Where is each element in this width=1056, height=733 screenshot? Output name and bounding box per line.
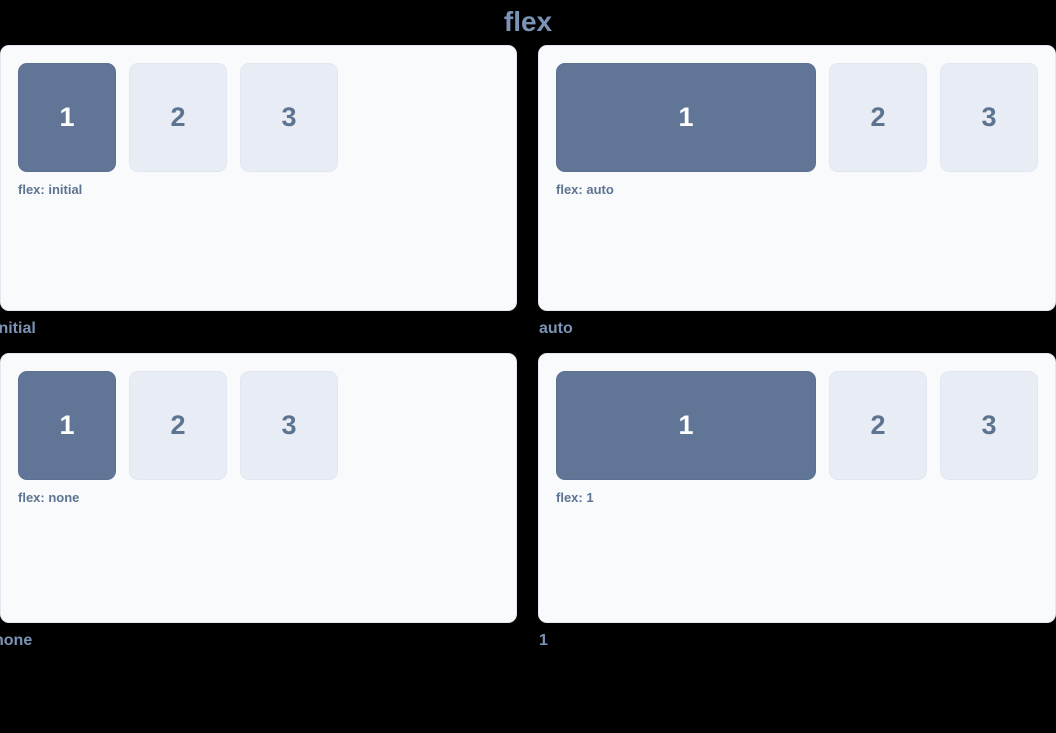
demo-grid: 1 2 3 flex: initial initial 1 2 3 flex: …	[0, 42, 1056, 651]
demo-cell-one: 1 2 3 flex: 1 1	[538, 353, 1056, 651]
flex-property-note: flex: none	[18, 490, 80, 505]
demo-caption-initial: initial	[0, 320, 36, 337]
demo-panel-none: 1 2 3 flex: none	[0, 353, 517, 623]
demo-caption-none: none	[0, 632, 33, 649]
flex-container-auto: 1 2 3	[556, 63, 1038, 172]
flex-item-3: 3	[940, 63, 1038, 172]
demo-panel-initial: 1 2 3 flex: initial	[0, 45, 517, 311]
flex-property-note: flex: 1	[556, 490, 594, 505]
flex-container-initial: 1 2 3	[18, 63, 499, 172]
flex-item-3: 3	[240, 371, 338, 480]
demo-cell-none: 1 2 3 flex: none none	[0, 353, 517, 651]
flex-item-2: 2	[829, 371, 927, 480]
demo-caption-one: 1	[539, 632, 548, 649]
demo-caption-auto: auto	[539, 320, 573, 337]
demo-cell-initial: 1 2 3 flex: initial initial	[0, 45, 517, 339]
demo-panel-one: 1 2 3 flex: 1	[538, 353, 1056, 623]
flex-item-1: 1	[556, 63, 816, 172]
flex-container-one: 1 2 3	[556, 371, 1038, 480]
flex-property-note: flex: auto	[556, 182, 614, 197]
flex-item-1: 1	[18, 63, 116, 172]
page-title: flex	[503, 6, 553, 37]
demo-panel-auto: 1 2 3 flex: auto	[538, 45, 1056, 311]
flex-item-1: 1	[18, 371, 116, 480]
flex-item-1: 1	[556, 371, 816, 480]
demo-cell-auto: 1 2 3 flex: auto auto	[538, 45, 1056, 339]
flex-container-none: 1 2 3	[18, 371, 499, 480]
flex-item-3: 3	[240, 63, 338, 172]
flex-property-note: flex: initial	[18, 182, 83, 197]
flex-item-2: 2	[829, 63, 927, 172]
demo-row-top: 1 2 3 flex: initial initial 1 2 3 flex: …	[0, 45, 1056, 339]
flex-item-2: 2	[129, 371, 227, 480]
demo-row-bottom: 1 2 3 flex: none none 1 2 3 flex: 1	[0, 353, 1056, 651]
flex-item-3: 3	[940, 371, 1038, 480]
flex-item-2: 2	[129, 63, 227, 172]
